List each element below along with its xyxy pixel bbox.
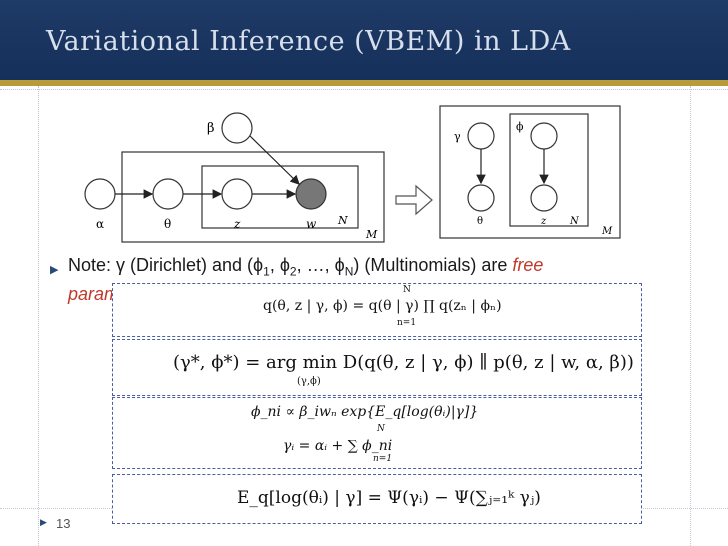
slide-title: Variational Inference (VBEM) in LDA xyxy=(46,26,571,57)
note-text: Note: γ (Dirichlet) and (ϕ1, ϕ2, …, ϕN) … xyxy=(68,255,544,304)
node-beta xyxy=(221,112,253,144)
page-bullet-icon: ▶ xyxy=(40,517,47,527)
node-w-observed xyxy=(295,178,327,210)
lda-graphical-model: β α θ z w N M γ ϕ θ z N M xyxy=(84,105,621,243)
equation-expectation: E_q[log(θᵢ) | γ] = Ψ(γᵢ) − Ψ(∑ⱼ₌₁ᵏ γⱼ) xyxy=(237,488,541,508)
node-z-right xyxy=(530,184,558,212)
note-line2: param xyxy=(68,283,120,304)
divider-left xyxy=(38,86,40,546)
plate-outer-m xyxy=(121,151,385,243)
node-phi xyxy=(530,122,558,150)
node-theta-right xyxy=(467,184,495,212)
equation-box-q-factorization: q(θ, z | γ, ϕ) = q(θ | γ) ∏ q(zₙ | ϕₙ) N… xyxy=(112,283,642,337)
node-alpha xyxy=(84,178,116,210)
free-word: free xyxy=(512,255,544,275)
bullet-icon: ▶ xyxy=(50,264,59,276)
label-plate-n: N xyxy=(337,214,348,227)
equation-box-expectation: E_q[log(θᵢ) | γ] = Ψ(γᵢ) − Ψ(∑ⱼ₌₁ᵏ γⱼ) xyxy=(112,474,642,524)
label-w: w xyxy=(306,217,317,231)
divider-top xyxy=(0,89,728,90)
label-right-plate-m: M xyxy=(601,226,613,237)
node-z xyxy=(221,178,253,210)
label-theta-right: θ xyxy=(477,216,483,227)
label-plate-m: M xyxy=(365,228,378,241)
label-z-right: z xyxy=(540,216,547,227)
plate-right-outer xyxy=(439,105,621,239)
equation-box-argmin: (γ*, ϕ*) = arg min D(q(θ, z | γ, ϕ) ∥ p(… xyxy=(112,339,642,396)
page-number: 13 xyxy=(56,516,71,531)
equation-argmin: (γ*, ϕ*) = arg min D(q(θ, z | γ, ϕ) ∥ p(… xyxy=(173,352,634,373)
equation-box-updates: ϕ_ni ∝ β_iwₙ exp{E_q[log(θᵢ)|γ]} γᵢ = αᵢ… xyxy=(112,397,642,469)
label-phi: ϕ xyxy=(516,120,524,133)
equation-phi-update: ϕ_ni ∝ β_iwₙ exp{E_q[log(θᵢ)|γ]} xyxy=(251,404,479,420)
label-beta: β xyxy=(207,121,215,136)
label-right-plate-n: N xyxy=(569,216,580,227)
transform-arrow-icon xyxy=(395,184,433,216)
label-theta: θ xyxy=(164,217,171,231)
plate-right-inner xyxy=(509,113,589,227)
slide-header: Variational Inference (VBEM) in LDA xyxy=(0,0,728,86)
divider-right xyxy=(690,86,692,546)
equation-q-factor: q(θ, z | γ, ϕ) = q(θ | γ) ∏ q(zₙ | ϕₙ) xyxy=(263,298,502,314)
label-alpha: α xyxy=(96,217,104,231)
label-z: z xyxy=(233,217,241,231)
equation-gamma-update: γᵢ = αᵢ + ∑ ϕ_ni xyxy=(283,438,393,454)
node-theta xyxy=(152,178,184,210)
label-gamma: γ xyxy=(454,130,461,143)
node-gamma xyxy=(467,122,495,150)
